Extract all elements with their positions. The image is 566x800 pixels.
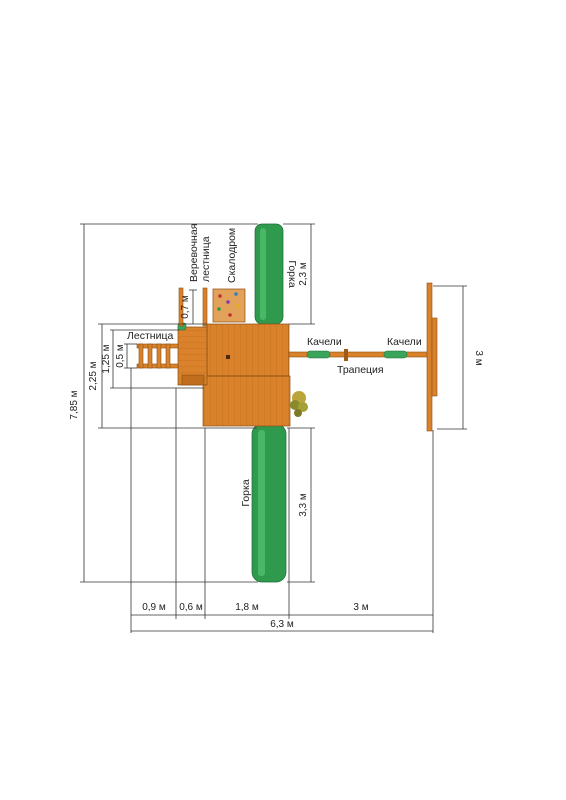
label-swing-left: Качели xyxy=(307,336,342,348)
dim-bottom-0-6-label: 0,6 м xyxy=(179,602,203,613)
dim-0-5-label: 0,5 м xyxy=(115,344,126,368)
deck-hatch-icon xyxy=(226,355,230,359)
label-rope-ladder-1: Веревочная xyxy=(188,224,200,282)
dim-1-25-label: 1,25 м xyxy=(101,344,112,373)
label-rope-ladder-2: лестница xyxy=(200,236,212,282)
label-slide-top: Горка xyxy=(286,260,298,287)
label-climbing-wall: Скалодром xyxy=(226,228,238,283)
dim-total-length xyxy=(80,223,258,583)
dim-2-25 xyxy=(98,323,257,429)
dim-swing-label: 3 м xyxy=(473,350,484,365)
plant-decoration-icon xyxy=(290,391,308,417)
climbing-wall xyxy=(212,288,246,323)
dim-0-7-label: 0,7 м xyxy=(180,295,191,319)
rope-ladder xyxy=(178,287,208,327)
dim-slide-bottom-label: 3,3 м xyxy=(298,493,309,517)
dim-total-length-label: 7,85 м xyxy=(69,390,80,419)
dim-bottom-1-8-label: 1,8 м xyxy=(235,602,259,613)
dim-0-7 xyxy=(189,289,197,324)
dim-2-25-label: 2,25 м xyxy=(88,361,99,390)
swing-seat-left xyxy=(306,350,331,359)
ladder xyxy=(136,343,179,369)
dim-slide-top xyxy=(283,223,315,325)
label-ladder: Лестница xyxy=(127,330,173,342)
dim-slide-bottom xyxy=(287,427,315,583)
dim-1-25 xyxy=(110,329,204,389)
dim-bottom-row xyxy=(130,368,434,633)
label-swing-right: Качели xyxy=(387,336,422,348)
main-deck-lower xyxy=(202,375,291,427)
dim-bottom-3-label: 3 м xyxy=(353,602,368,613)
slide-bottom xyxy=(251,423,287,583)
dim-0-5 xyxy=(124,343,137,369)
slide-top xyxy=(254,223,284,325)
swing-frame xyxy=(426,282,438,432)
dim-swing xyxy=(433,285,467,430)
dim-bottom-0-9-label: 0,9 м xyxy=(142,602,166,613)
trapeze-bar xyxy=(344,349,348,361)
label-trapeze: Трапеция xyxy=(337,364,384,376)
swing-seat-right xyxy=(383,350,408,359)
dim-total-width-label: 6,3 м xyxy=(270,619,294,630)
dim-slide-top-label: 2,3 м xyxy=(298,262,309,286)
label-slide-bottom: Горка xyxy=(240,479,252,506)
main-deck-upper xyxy=(206,323,290,378)
